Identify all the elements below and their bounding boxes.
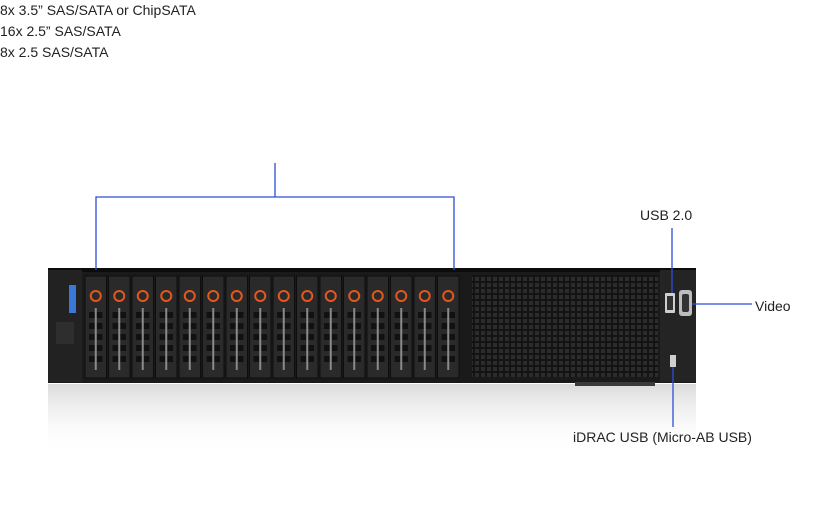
drive-bay [249, 275, 272, 379]
idrac-usb-label: iDRAC USB (Micro-AB USB) [573, 429, 752, 445]
drive-config-line-2: 16x 2.5” SAS/SATA [0, 23, 121, 39]
drive-latch-icon [254, 290, 267, 302]
drive-latch-icon [230, 290, 243, 302]
drive-latch-icon [301, 290, 314, 302]
drive-latch-icon [395, 290, 408, 302]
video-label: Video [755, 298, 791, 314]
drive-latch-icon [113, 290, 126, 302]
drive-bay [366, 275, 389, 379]
drive-bay-bracket [95, 196, 455, 270]
server-chassis [48, 268, 696, 386]
drive-latch-icon [136, 290, 149, 302]
drive-latch-icon [442, 290, 455, 302]
drive-latch-icon [324, 290, 337, 302]
drive-bay [131, 275, 154, 379]
drive-latch-icon [371, 290, 384, 302]
drive-latch-icon [418, 290, 431, 302]
drive-bay [296, 275, 319, 379]
drive-bay [343, 275, 366, 379]
drive-bay [272, 275, 295, 379]
drive-bay [108, 275, 131, 379]
drive-latch-icon [348, 290, 361, 302]
drive-config-line-1: 8x 3.5” SAS/SATA or ChipSATA [0, 2, 196, 18]
drive-bay [413, 275, 436, 379]
drive-config-line-3: 8x 2.5 SAS/SATA [0, 44, 109, 60]
drive-bay [319, 275, 342, 379]
drive-latch-icon [89, 290, 102, 302]
drive-bay [155, 275, 178, 379]
drive-bay-array [84, 275, 460, 379]
drive-bay [437, 275, 460, 379]
drive-bay [178, 275, 201, 379]
callout-lines [95, 163, 752, 427]
drive-bay [225, 275, 248, 379]
drive-bay [390, 275, 413, 379]
drive-latch-icon [160, 290, 173, 302]
micro-usb-port-icon [670, 355, 676, 367]
drive-bay [84, 275, 107, 379]
drive-bay-config-labels: 8x 3.5” SAS/SATA or ChipSATA 16x 2.5” SA… [0, 0, 830, 63]
chassis-reflection [48, 384, 696, 454]
right-rack-ear [660, 270, 696, 382]
drive-latch-icon [207, 290, 220, 302]
usb2-label: USB 2.0 [640, 207, 693, 223]
drive-bay [202, 275, 225, 379]
drive-latch-icon [277, 290, 290, 302]
status-led-icon [69, 285, 76, 313]
vent-panel [472, 275, 658, 377]
drive-latch-icon [183, 290, 196, 302]
